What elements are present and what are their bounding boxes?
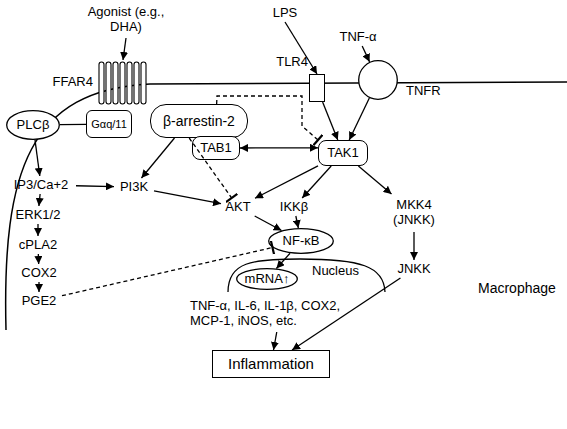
node-text: AKT bbox=[225, 200, 250, 215]
ligand-label: TNF-α bbox=[334, 28, 382, 46]
node-text: Gαq/11 bbox=[91, 118, 127, 131]
node-text: COX2 bbox=[21, 266, 56, 281]
activation-arrow bbox=[60, 124, 86, 126]
mrna-ellipse: mRNA↑ bbox=[236, 268, 298, 290]
activation-arrow bbox=[76, 185, 114, 187]
node-text: MKK4 (JNKK) bbox=[386, 198, 442, 228]
node-text: IP3/Ca+2 bbox=[14, 178, 69, 193]
enzyme-ellipse: PLCβ bbox=[6, 110, 60, 140]
ligand-label: LPS bbox=[268, 4, 302, 22]
node-text: TLR4 bbox=[276, 55, 308, 70]
receptor: TNFR bbox=[358, 60, 398, 100]
activation-arrow bbox=[38, 282, 39, 292]
activation-arrow bbox=[255, 216, 282, 231]
node-text: Agonist (e.g., DHA) bbox=[84, 5, 168, 35]
protein-box: TAB1 bbox=[192, 136, 240, 160]
activation-arrow bbox=[141, 138, 174, 178]
activation-arrow bbox=[154, 191, 221, 204]
node-text: ERK1/2 bbox=[16, 208, 61, 223]
node-text: mRNA↑ bbox=[245, 272, 290, 287]
pathway-step: IKKβ bbox=[274, 198, 314, 216]
pathway-step: IP3/Ca+2 bbox=[6, 176, 76, 194]
node-text: LPS bbox=[273, 6, 298, 21]
pathway-step: JNKK bbox=[391, 260, 437, 278]
activation-arrow bbox=[35, 140, 40, 176]
receptor: FFAR4 bbox=[97, 60, 149, 106]
cell-membrane bbox=[6, 82, 567, 330]
protein-box: Gαq/11 bbox=[86, 110, 132, 138]
mediator-list: TNF-α, IL-6, IL-1β, COX2, MCP-1, iNOS, e… bbox=[190, 296, 370, 332]
activation-arrow bbox=[358, 166, 391, 194]
node-text: TNF-α bbox=[339, 30, 376, 45]
node-text: cPLA2 bbox=[19, 238, 57, 253]
node-text: FFAR4 bbox=[53, 75, 93, 90]
node-text: PLCβ bbox=[17, 118, 50, 133]
node-text: PI3K bbox=[120, 180, 148, 195]
inhibition-line bbox=[189, 138, 231, 198]
activation-arrow bbox=[240, 147, 318, 148]
pathway-step: MKK4 (JNKK) bbox=[386, 194, 442, 232]
pathway-step: ERK1/2 bbox=[12, 206, 64, 224]
inhibition-line bbox=[62, 248, 272, 296]
pathway-step: PI3K bbox=[114, 178, 154, 196]
activation-arrow bbox=[296, 216, 298, 228]
agonist-label: Agonist (e.g., DHA) bbox=[84, 2, 168, 38]
node-text: JNKK bbox=[397, 262, 430, 277]
activation-arrow bbox=[323, 102, 338, 140]
receptor: TLR4 bbox=[309, 74, 325, 102]
node-outline bbox=[358, 60, 398, 100]
outcome-box: Inflammation bbox=[212, 350, 330, 378]
protein-box: TAK1 bbox=[318, 140, 368, 166]
factor-ellipse: NF-κB bbox=[268, 228, 334, 254]
node-text: TNFR bbox=[406, 84, 441, 99]
receptor-helices bbox=[99, 62, 146, 104]
node-text: β-arrestin-2 bbox=[163, 113, 235, 129]
activation-arrow bbox=[274, 332, 277, 350]
activation-arrow bbox=[276, 253, 290, 268]
pathway-step: COX2 bbox=[16, 264, 62, 282]
activation-arrow bbox=[39, 194, 40, 206]
nuclear-membrane bbox=[228, 259, 385, 292]
node-text: IKKβ bbox=[280, 200, 308, 215]
activation-arrow bbox=[37, 224, 38, 236]
node-text: Inflammation bbox=[228, 355, 314, 372]
activation-arrow bbox=[349, 98, 369, 140]
node-text: TAK1 bbox=[327, 146, 359, 161]
region-label: Nucleus bbox=[312, 264, 359, 279]
node-text: TNF-α, IL-6, IL-1β, COX2, MCP-1, iNOS, e… bbox=[190, 299, 370, 329]
activation-arrow bbox=[123, 38, 126, 60]
activation-arrow bbox=[285, 22, 317, 74]
pathway-step: cPLA2 bbox=[13, 236, 63, 254]
region-label: Macrophage bbox=[478, 280, 556, 296]
activation-arrow bbox=[292, 278, 400, 350]
pathway-step: AKT bbox=[221, 198, 255, 216]
activation-arrow bbox=[302, 166, 331, 198]
protein-box: β-arrestin-2 bbox=[150, 104, 248, 138]
node-text: NF-κB bbox=[283, 234, 320, 249]
inhibition-line bbox=[217, 96, 318, 140]
activation-arrow bbox=[38, 254, 40, 264]
activation-arrow bbox=[362, 46, 369, 62]
pathway-step: PGE2 bbox=[16, 292, 62, 310]
activation-arrow bbox=[413, 232, 414, 260]
node-text: TAB1 bbox=[200, 141, 232, 156]
activation-arrow bbox=[255, 166, 318, 198]
node-text: PGE2 bbox=[22, 294, 57, 309]
